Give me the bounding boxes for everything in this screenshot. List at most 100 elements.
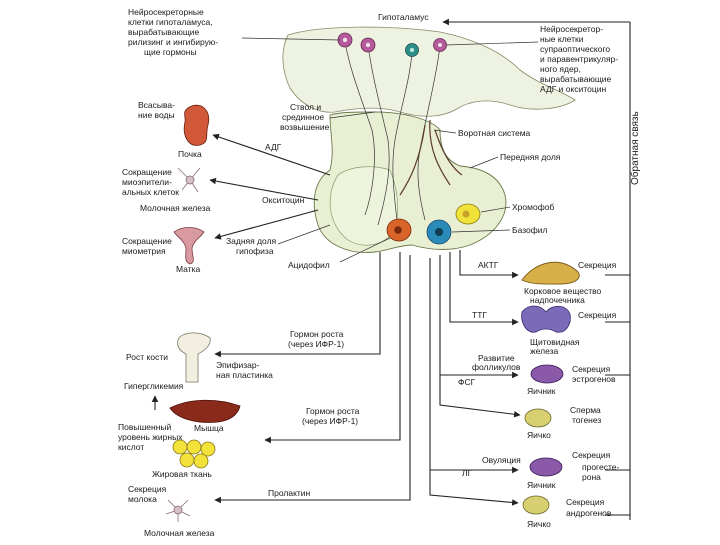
water-absorption-label: Всасыва- ние воды [138,100,175,120]
estrogens-label: эстрогенов [572,374,616,384]
ovary-icon-top [530,364,564,384]
kidney-icon [183,104,210,146]
bone-icon [177,332,211,383]
svg-text:гипофиза: гипофиза [236,246,274,256]
myoepithelial-label: Сокращение миоэпители- альных клеток [122,167,179,197]
adh-label: АДГ [265,142,282,152]
ovary-label-bottom: Яичник [527,480,556,490]
svg-text:Сокращение: Сокращение [122,236,172,246]
hyperglycemia-label: Гипергликемия [124,381,184,391]
gh-igf-top-label: Гормон роста (через ИФР-1) [288,329,344,349]
svg-text:ние воды: ние воды [138,110,175,120]
svg-text:Гормон роста: Гормон роста [306,406,360,416]
tsh-label: ТТГ [472,310,487,320]
svg-text:Сперма: Сперма [570,405,601,415]
svg-text:Повышенный: Повышенный [118,422,172,432]
svg-text:Гормон роста: Гормон роста [290,329,344,339]
svg-text:кислот: кислот [118,442,144,452]
svg-text:ного ядер,: ного ядер, [540,64,581,74]
progesterone-label: прогесте- рона [582,462,619,482]
secretion-label-5: Секреция [566,497,605,507]
svg-text:Корковое вещество: Корковое вещество [524,286,602,296]
svg-text:Развитие: Развитие [478,353,515,363]
secretion-label-3: Секреция [572,364,611,374]
svg-text:молока: молока [128,494,157,504]
ovary-label-top: Яичник [527,386,556,396]
fsh-label: ФСГ [458,377,476,387]
uterus-label: Матка [176,264,201,274]
mammary-gland-icon-top [177,167,201,193]
chromophobe-label: Хромофоб [512,202,554,212]
mammary-label-top: Молочная железа [140,203,211,213]
basophil-cell [426,219,452,245]
svg-text:срединное: срединное [282,112,324,122]
svg-text:ная пластинка: ная пластинка [216,370,273,380]
neurosecretory-right-label: Нейросекретор- ные клетки супраоптическо… [540,24,618,94]
kidney-label: Почка [178,149,202,159]
gh-igf-bottom-label: Гормон роста (через ИФР-1) [302,406,360,426]
chromophobe-cell [455,203,481,225]
svg-text:(через ИФР-1): (через ИФР-1) [302,416,358,426]
milk-secretion-label: Секреция молока [128,484,167,504]
epiphyseal-label: Эпифизар- ная пластинка [216,360,273,380]
svg-text:супраоптического: супраоптического [540,44,610,54]
svg-text:Эпифизар-: Эпифизар- [216,360,260,370]
svg-text:тогенез: тогенез [572,415,601,425]
svg-text:надпочечника: надпочечника [530,295,585,305]
posterior-lobe-label: Задняя доля гипофиза [226,236,277,256]
ovary-icon-bottom [529,457,563,477]
portal-system-label: Воротная система [458,128,531,138]
uterus-icon [173,227,205,265]
svg-text:Всасыва-: Всасыва- [138,100,175,110]
secretion-label-2: Секреция [578,310,617,320]
hypothalamus-label: Гипоталамус [378,12,429,22]
stalk-label: Ствол и срединное возвышение [280,102,330,132]
svg-text:ные клетки: ные клетки [540,34,584,44]
portal-vessels [399,119,463,196]
svg-text:и паравентрикуляр-: и паравентрикуляр- [540,54,618,64]
svg-text:возвышение: возвышение [280,122,330,132]
svg-text:Секреция: Секреция [128,484,167,494]
svg-text:рилизинг и ингибирую-: рилизинг и ингибирую- [128,37,218,47]
svg-text:Нейросекретор-: Нейросекретор- [540,24,603,34]
mammary-gland-icon-bottom [165,499,191,522]
acidophil-cell [386,218,412,242]
svg-text:альных клеток: альных клеток [122,187,179,197]
svg-text:Задняя доля: Задняя доля [226,236,277,246]
testis-label-bottom: Яичко [527,519,551,529]
spermatogenesis-label: Сперма тогенез [570,405,601,425]
svg-text:Нейросекреторные: Нейросекреторные [128,7,204,17]
svg-text:(через ИФР-1): (через ИФР-1) [288,339,344,349]
neurons-right [392,38,447,231]
svg-text:рона: рона [582,472,601,482]
svg-text:клетки гипоталамуса,: клетки гипоталамуса, [128,17,213,27]
prolactin-label: Пролактин [268,488,311,498]
svg-text:уровень жирных: уровень жирных [118,432,183,442]
svg-text:Щитовидная: Щитовидная [530,337,580,347]
secretion-label-4: Секреция [572,450,611,460]
acidophil-label: Ацидофил [288,260,330,270]
svg-text:миоэпители-: миоэпители- [122,177,172,187]
testis-icon-bottom [522,495,550,515]
adrenal-cortex-label: Корковое вещество надпочечника [524,286,602,305]
testis-icon-top [524,408,552,428]
svg-text:Ствол и: Ствол и [290,102,321,112]
svg-text:Сокращение: Сокращение [122,167,172,177]
mammary-label-bottom: Молочная железа [144,528,215,538]
thyroid-label: Щитовидная железа [530,337,580,356]
neurosecretory-left-label: Нейросекреторные клетки гипоталамуса, вы… [128,7,218,57]
muscle-icon [169,399,241,423]
ovulation-label: Овуляция [482,455,521,465]
svg-text:вырабатывающие: вырабатывающие [128,27,200,37]
muscle-label: Мышца [194,423,224,433]
androgens-label: андрогенов [566,508,612,518]
feedback-label: Обратная связь [629,111,641,185]
svg-text:миометрия: миометрия [122,246,166,256]
testis-label-top: Яичко [527,430,551,440]
hypothalamus-shape [282,26,576,117]
svg-text:железа: железа [530,346,559,356]
oxytocin-label: Окситоцин [262,195,305,205]
secretion-label-1: Секреция [578,260,617,270]
adipose-label: Жировая ткань [152,469,212,479]
